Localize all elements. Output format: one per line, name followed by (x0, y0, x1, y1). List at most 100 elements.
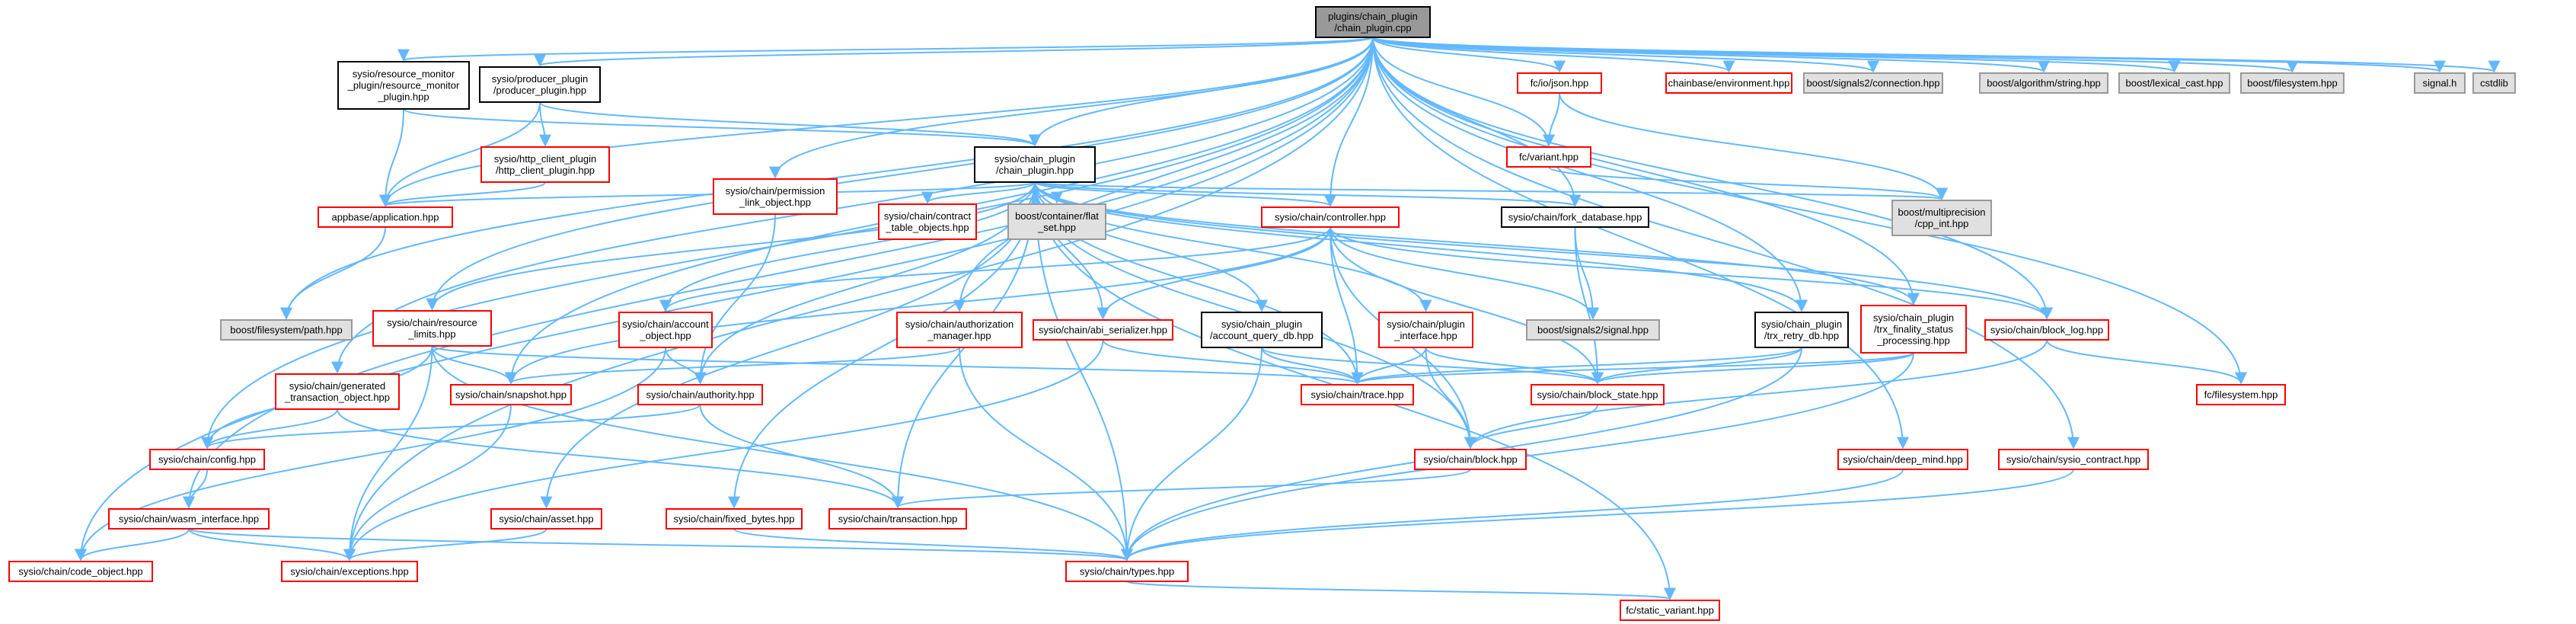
graph-node-authmgr[interactable]: sysio/chain/authorization_manager.hpp (896, 312, 1023, 348)
node-label: boost/filesystem.hpp (2247, 78, 2338, 89)
edge-fixedbytes-to-types (733, 528, 1133, 562)
node-box (1065, 561, 1189, 582)
graph-node-exceptions[interactable]: sysio/chain/exceptions.hpp (281, 561, 418, 582)
edge-controller-to-blocklog (1329, 226, 2053, 320)
edge-aqdb-to-blockstate (1261, 347, 1604, 385)
edge-root-to-gentrx (331, 37, 1374, 374)
node-label: sysio/chain/sysio_contract.hpp (2006, 454, 2140, 466)
graph-node-signalh: signal.h (2414, 72, 2466, 94)
graph-node-controller[interactable]: sysio/chain/controller.hpp (1261, 206, 1400, 228)
graph-node-types[interactable]: sysio/chain/types.hpp (1065, 561, 1189, 582)
graph-node-json[interactable]: fc/io/json.hpp (1517, 72, 1602, 94)
edge-acctobj-to-authority (665, 347, 707, 385)
graph-node-transaction[interactable]: sysio/chain/transaction.hpp (828, 508, 967, 530)
node-box (2240, 72, 2345, 94)
graph-node-snapshot[interactable]: sysio/chain/snapshot.hpp (450, 384, 572, 405)
graph-node-variant[interactable]: fc/variant.hpp (1506, 146, 1591, 168)
graph-node-reslim[interactable]: sysio/chain/resource_limits.hpp (372, 310, 492, 347)
node-label: sysio/chain/controller.hpp (1275, 212, 1386, 223)
node-box (1517, 72, 1602, 94)
node-label: sysio/chain/code_object.hpp (18, 566, 142, 578)
graph-node-fixedbytes[interactable]: sysio/chain/fixed_bytes.hpp (666, 508, 803, 530)
node-box (275, 373, 400, 410)
edge-root-to-cp (1029, 37, 1374, 147)
node-box (618, 312, 713, 348)
graph-node-perm[interactable]: sysio/chain/permission_link_object.hpp (713, 178, 838, 215)
node-box (1803, 72, 1943, 94)
edge-cp-to-appbase (379, 181, 1036, 207)
graph-node-staticvar[interactable]: fc/static_variant.hpp (1620, 600, 1720, 621)
graph-node-rm[interactable]: sysio/resource_monitor_plugin/resource_m… (337, 61, 470, 110)
graph-node-aqdb[interactable]: sysio/chain_plugin/account_query_db.hpp (1201, 312, 1323, 348)
graph-node-sysioc[interactable]: sysio/chain/sysio_contract.hpp (1998, 449, 2149, 470)
node-label: fc/filesystem.hpp (2204, 389, 2278, 401)
graph-node-trxfin[interactable]: sysio/chain_plugin/trx_finality_status_p… (1860, 305, 1967, 354)
node-box (1301, 384, 1414, 405)
graph-node-codeobj[interactable]: sysio/chain/code_object.hpp (8, 561, 153, 582)
edge-forkdb-to-blockstate (1574, 226, 1604, 385)
graph-node-pp[interactable]: sysio/producer_plugin/producer_plugin.hp… (479, 66, 601, 103)
edge-root-to-fcfs (1372, 37, 2247, 385)
edge-controller-to-sig2sig (1329, 226, 1599, 320)
graph-node-blockstate[interactable]: sysio/chain/block_state.hpp (1531, 384, 1665, 405)
edge-controller-to-trace (1329, 226, 1364, 385)
node-box (1501, 206, 1649, 228)
edge-trxretry-to-blockstate (1591, 347, 1802, 385)
graph-node-http[interactable]: sysio/http_client_plugin/http_client_plu… (480, 146, 610, 183)
graph-node-gentrx[interactable]: sysio/chain/generated_transaction_object… (275, 373, 400, 410)
node-label: sysio/chain_plugin/chain_plugin.hpp (994, 153, 1075, 176)
edge-block-to-transaction (892, 469, 1471, 509)
node-box (1526, 319, 1660, 341)
graph-node-cpiface[interactable]: sysio/chain/plugin_interface.hpp (1378, 312, 1473, 348)
edge-cp-to-forkdb (1034, 181, 1581, 207)
graph-node-deepmind[interactable]: sysio/chain/deep_mind.hpp (1837, 449, 1968, 470)
node-box (1620, 600, 1720, 621)
node-label: sysio/chain/authorization_manager.hpp (905, 318, 1013, 341)
node-label: boost/signals2/connection.hpp (1807, 78, 1940, 89)
graph-node-acctobj[interactable]: sysio/chain/account_object.hpp (618, 312, 713, 348)
graph-node-config[interactable]: sysio/chain/config.hpp (149, 449, 265, 470)
edge-root-to-codeobj (75, 37, 1374, 562)
graph-node-block[interactable]: sysio/chain/block.hpp (1414, 449, 1527, 470)
graph-node-env[interactable]: chainbase/environment.hpp (1665, 72, 1792, 94)
graph-node-wasm[interactable]: sysio/chain/wasm_interface.hpp (108, 508, 270, 530)
graph-node-trace[interactable]: sysio/chain/trace.hpp (1301, 384, 1414, 405)
node-label: appbase/application.hpp (332, 212, 439, 223)
graph-node-authority[interactable]: sysio/chain/authority.hpp (637, 384, 763, 405)
graph-node-abiser[interactable]: sysio/chain/abi_serializer.hpp (1033, 319, 1173, 341)
graph-node-contract[interactable]: sysio/chain/contract_table_objects.hpp (878, 203, 977, 240)
node-box (878, 203, 977, 240)
node-box (1665, 72, 1792, 94)
node-box (372, 310, 492, 347)
edge-config-to-wasm (183, 469, 208, 509)
graph-node-asset[interactable]: sysio/chain/asset.hpp (490, 508, 602, 530)
node-label: sysio/chain/block_state.hpp (1537, 389, 1658, 401)
graph-node-forkdb[interactable]: sysio/chain/fork_database.hpp (1501, 206, 1649, 228)
node-label: sysio/chain/authority.hpp (646, 389, 754, 401)
graph-node-root[interactable]: plugins/chain_plugin/chain_plugin.cpp (1315, 6, 1431, 38)
graph-node-trxretry[interactable]: sysio/chain_plugin/trx_retry_db.hpp (1754, 312, 1849, 348)
graph-node-appbase[interactable]: appbase/application.hpp (318, 206, 453, 228)
graph-node-cp[interactable]: sysio/chain_plugin/chain_plugin.hpp (974, 146, 1096, 183)
node-box (1837, 449, 1968, 470)
edge-gentrx-to-config (201, 408, 338, 450)
node-box (2196, 384, 2286, 405)
node-box (1506, 146, 1591, 168)
graph-node-blocklog[interactable]: sysio/chain/block_log.hpp (1984, 319, 2109, 341)
edge-root-to-sysioc (1372, 37, 2080, 450)
graph-node-fcfs[interactable]: fc/filesystem.hpp (2196, 384, 2286, 405)
node-box (479, 66, 601, 103)
node-box (828, 508, 967, 530)
edge-cp-to-reslim (426, 181, 1036, 311)
node-label: sysio/producer_plugin/producer_plugin.hp… (492, 73, 588, 96)
edge-controller-to-abiser (1096, 226, 1331, 320)
edge-cp-to-cppint (1034, 181, 1947, 200)
edge-root-to-config (201, 37, 1374, 450)
node-box (1531, 384, 1665, 405)
node-label: sysio/chain/transaction.hpp (838, 514, 958, 525)
edge-cpiface-to-block (1425, 347, 1476, 450)
edge-types-to-staticvar (1126, 581, 1676, 600)
edge-abiser-to-exceptions (343, 339, 1104, 562)
edge-wasm-to-exceptions (188, 528, 356, 562)
graph-node-flatset: boost/container/flat_set.hpp (1007, 203, 1106, 240)
